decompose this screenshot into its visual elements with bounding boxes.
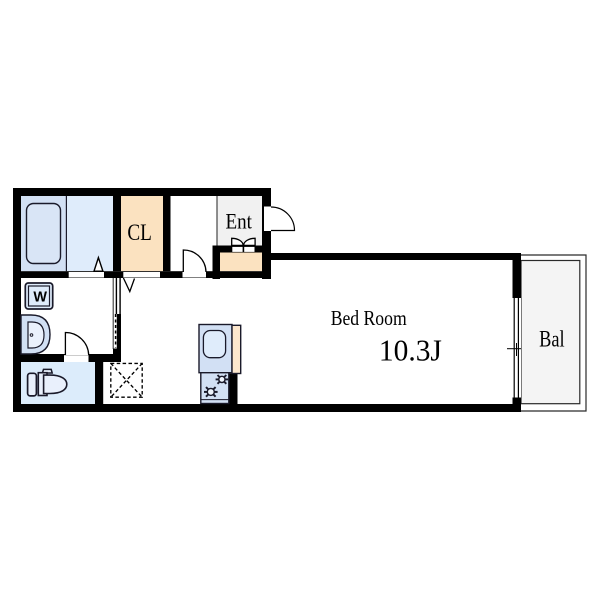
svg-text:10.3J: 10.3J xyxy=(379,334,442,368)
svg-text:Bed Room: Bed Room xyxy=(331,306,407,330)
svg-text:Ent: Ent xyxy=(225,208,252,233)
svg-text:CL: CL xyxy=(127,220,152,246)
svg-text:Bal: Bal xyxy=(539,326,565,351)
svg-text:W: W xyxy=(33,289,47,305)
